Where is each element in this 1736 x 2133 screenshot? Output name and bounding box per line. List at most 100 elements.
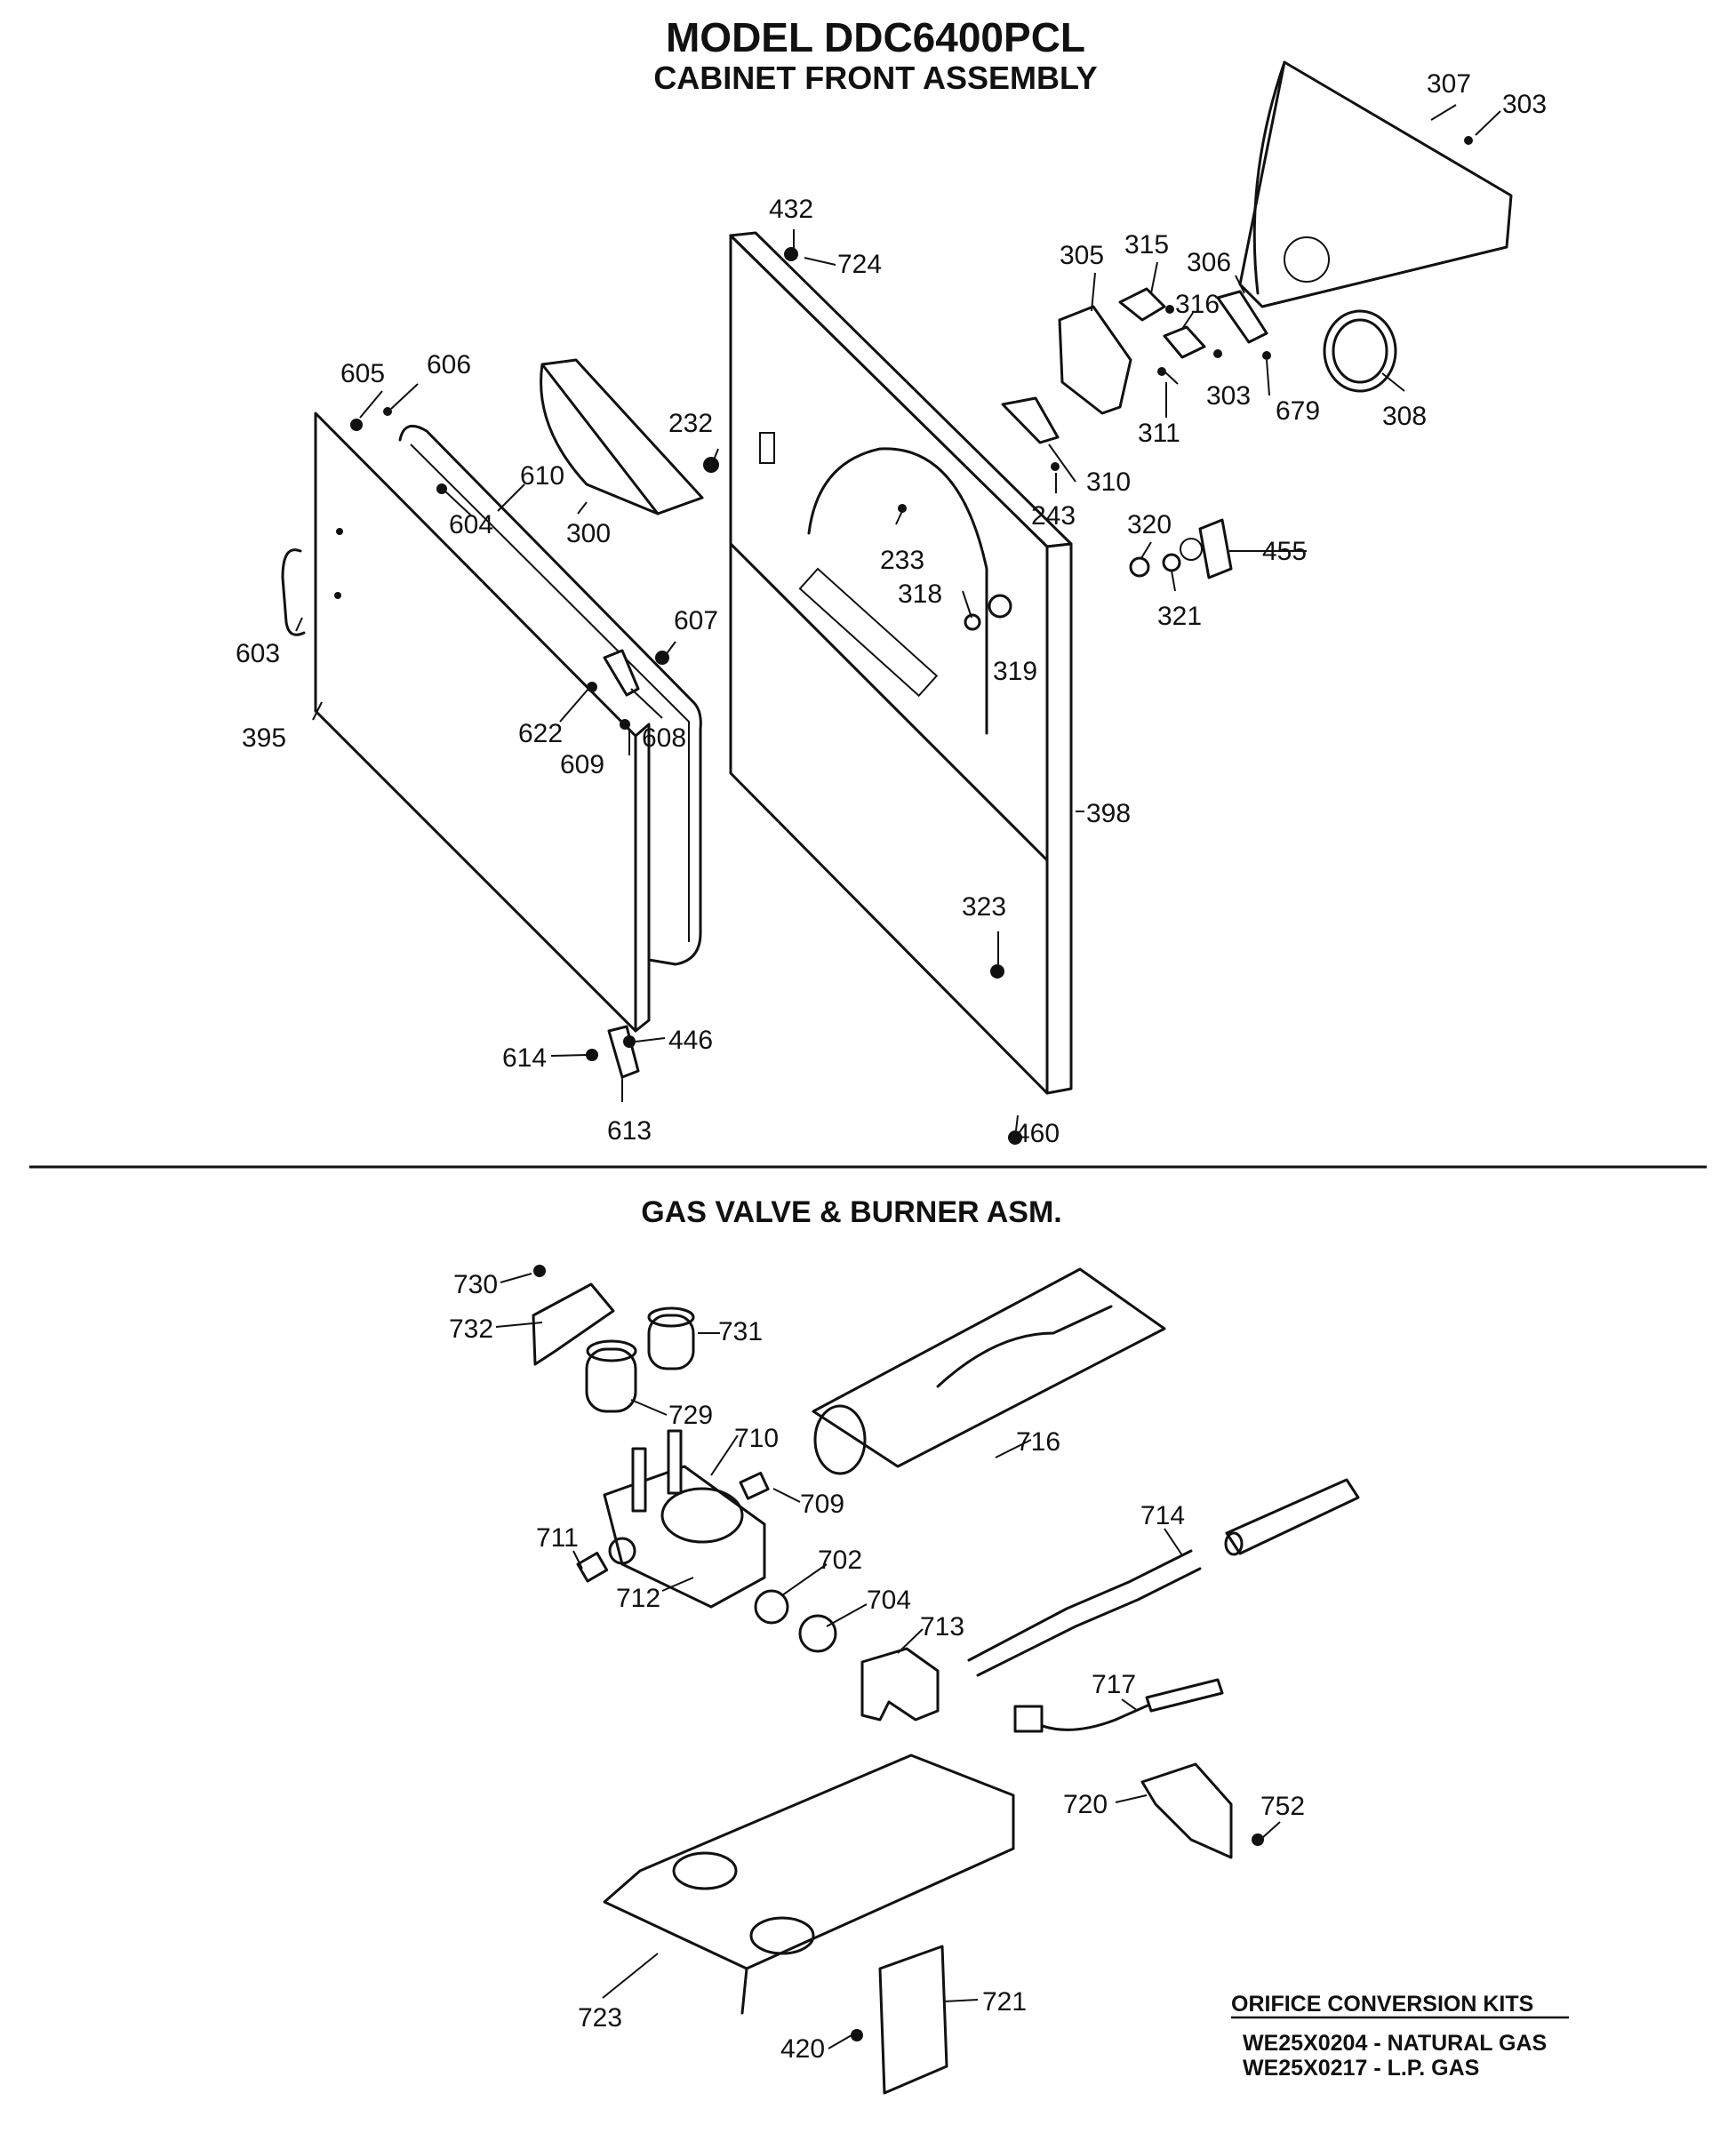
- washer-319: [988, 594, 1012, 619]
- hinge-608: [603, 649, 640, 697]
- orifice-kits-title: ORIFICE CONVERSION KITS: [1231, 1992, 1533, 2017]
- pipe-714: [967, 1549, 1193, 1662]
- callout-460: 460: [1015, 1119, 1060, 1148]
- callout-710: 710: [734, 1424, 779, 1453]
- callout-606: 606: [427, 350, 471, 379]
- callout-300: 300: [566, 519, 611, 548]
- screws-gas: [533, 1265, 1264, 2041]
- hinge-613: [607, 1025, 640, 1079]
- bracket-306: [1216, 290, 1268, 344]
- callout-303b: 303: [1206, 381, 1251, 411]
- leader-lines-gas: [495, 1273, 1281, 2049]
- felt-seal-308: [1323, 309, 1397, 393]
- callout-752: 752: [1260, 1792, 1305, 1821]
- valve-body-712: [603, 1429, 766, 1609]
- door-seal-610: [398, 424, 702, 966]
- pipe-segment: [1224, 1478, 1360, 1556]
- callout-608: 608: [642, 723, 686, 753]
- leader-lines-cabinet: [295, 104, 1501, 1131]
- bracket-720: [1140, 1762, 1233, 1859]
- lint-duct-300: [540, 358, 704, 515]
- washer-321: [1162, 553, 1181, 572]
- strip-310: [1001, 396, 1060, 444]
- callout-420: 420: [780, 2034, 825, 2064]
- callout-720: 720: [1063, 1790, 1108, 1819]
- callouts-gas: 730 732 731 729 716 710 709 711 702 714 …: [449, 1270, 1305, 2064]
- callout-609: 609: [560, 750, 604, 779]
- washer-318: [964, 613, 981, 631]
- gas-section-title: GAS VALVE & BURNER ASM.: [641, 1195, 1062, 1229]
- coil-731: [647, 1306, 695, 1370]
- pipe-714-lower: [976, 1567, 1202, 1677]
- cabinet-front-398: [729, 231, 1073, 1095]
- bulkhead-307: [1238, 60, 1513, 308]
- orifice-kit-natural: WE25X0204 - NATURAL GAS: [1243, 2031, 1547, 2056]
- switch-316: [1163, 325, 1206, 359]
- callout-714: 714: [1140, 1501, 1185, 1530]
- callout-731: 731: [718, 1317, 763, 1346]
- callout-729: 729: [668, 1401, 713, 1430]
- callout-323: 323: [962, 892, 1006, 922]
- igniter-717: [1013, 1678, 1224, 1733]
- callout-604: 604: [449, 510, 493, 539]
- callout-622: 622: [518, 719, 563, 748]
- fitting-709: [739, 1471, 770, 1500]
- callout-319: 319: [993, 657, 1037, 686]
- bracket-732: [532, 1282, 615, 1366]
- cabinet-section-title: CABINET FRONT ASSEMBLY: [653, 60, 1097, 96]
- callout-395: 395: [242, 723, 286, 753]
- door-seal-inner: [410, 443, 690, 942]
- callout-318: 318: [898, 579, 942, 609]
- callout-614: 614: [502, 1043, 547, 1073]
- model-title: MODEL DDC6400PCL: [666, 14, 1085, 60]
- callout-607: 607: [674, 606, 718, 635]
- callout-307: 307: [1427, 69, 1471, 99]
- door-panel-395: [314, 411, 651, 1033]
- handle-603: [281, 548, 306, 636]
- callout-704: 704: [867, 1586, 911, 1615]
- callout-455: 455: [1262, 537, 1307, 566]
- callout-603: 603: [236, 639, 280, 668]
- callout-724: 724: [837, 250, 882, 279]
- bracket-455: [1180, 518, 1233, 579]
- callout-702: 702: [818, 1546, 862, 1575]
- callout-315: 315: [1124, 230, 1169, 260]
- callout-711: 711: [536, 1523, 579, 1553]
- orifice-kit-lp: WE25X0217 - L.P. GAS: [1243, 2056, 1479, 2081]
- orifice-704: [798, 1614, 837, 1653]
- callout-243: 243: [1031, 501, 1076, 531]
- callout-306: 306: [1187, 248, 1231, 277]
- callout-303a: 303: [1502, 90, 1547, 119]
- nut-702: [754, 1589, 789, 1625]
- callout-311: 311: [1138, 419, 1180, 448]
- callout-446: 446: [668, 1026, 713, 1055]
- callout-730: 730: [453, 1270, 498, 1299]
- shield-721: [878, 1945, 948, 2095]
- washer-320: [1129, 556, 1150, 578]
- switch-315: [1118, 287, 1166, 322]
- screws-cabinet: [350, 136, 1473, 1145]
- callout-716: 716: [1016, 1427, 1060, 1457]
- callout-713: 713: [920, 1612, 964, 1642]
- callout-320: 320: [1127, 510, 1172, 539]
- callout-233: 233: [880, 546, 924, 575]
- callout-321: 321: [1157, 602, 1202, 631]
- callout-717: 717: [1092, 1670, 1136, 1699]
- burner-base-723: [603, 1754, 1015, 2015]
- callout-723: 723: [578, 2003, 622, 2033]
- callout-732: 732: [449, 1314, 493, 1344]
- shield-305: [1058, 305, 1132, 415]
- callout-721: 721: [982, 1987, 1027, 2017]
- callout-709: 709: [800, 1490, 844, 1519]
- callout-308: 308: [1382, 402, 1427, 431]
- callout-610: 610: [520, 461, 564, 491]
- elbow-713: [860, 1647, 940, 1722]
- burner-716: [812, 1267, 1166, 1475]
- callout-613: 613: [607, 1116, 652, 1146]
- callout-232: 232: [668, 409, 713, 438]
- callout-305: 305: [1060, 241, 1104, 270]
- callout-679: 679: [1276, 396, 1320, 426]
- coil-729: [585, 1339, 637, 1413]
- callout-712: 712: [616, 1584, 660, 1613]
